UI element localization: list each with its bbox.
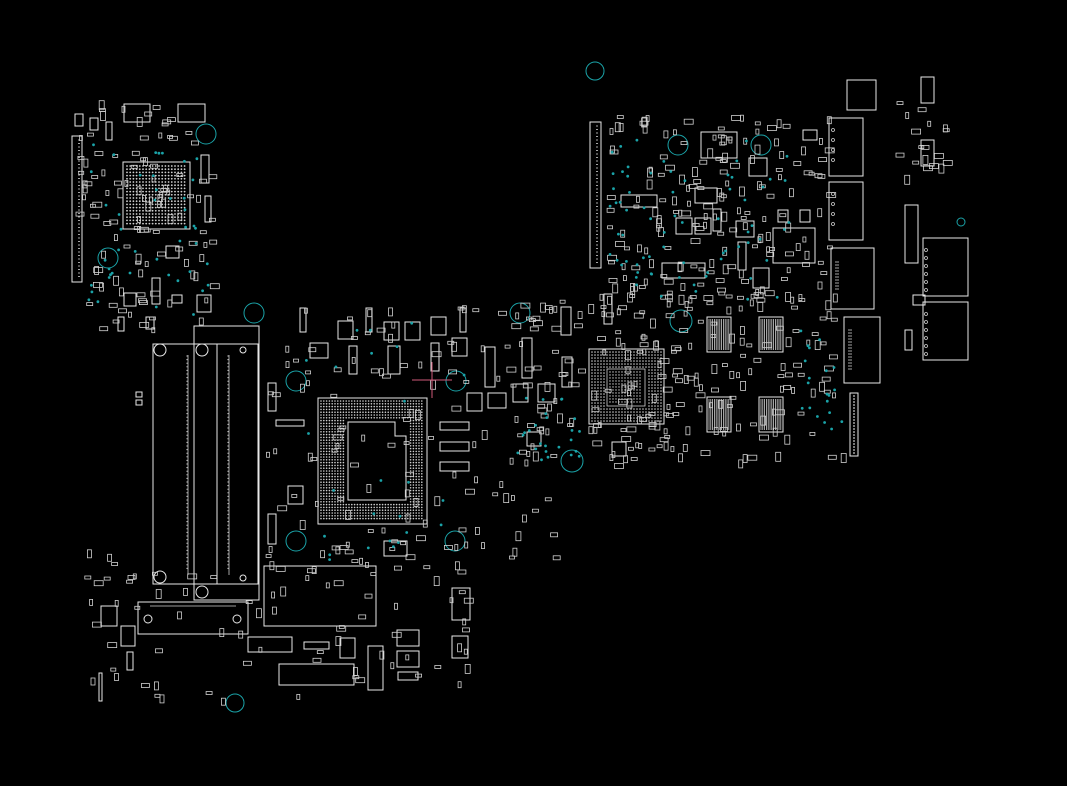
- hdmi-connector: [843, 316, 881, 384]
- audio-connector: [846, 79, 877, 111]
- memory-slot-1: [152, 343, 218, 585]
- memory-slot-frame: [193, 325, 260, 601]
- memory-slot-2: [193, 343, 259, 585]
- mounting-hole: [195, 123, 217, 145]
- mounting-hole: [509, 302, 531, 324]
- memory-slots[interactable]: [135, 325, 377, 635]
- mounting-hole: [225, 693, 245, 713]
- mounting-hole: [243, 302, 265, 324]
- mounting-hole: [444, 530, 466, 552]
- bga-chip-left[interactable]: [122, 161, 191, 230]
- memory-chip: [758, 316, 784, 353]
- ethernet-connector: [830, 247, 875, 310]
- usb-connector: [828, 117, 864, 177]
- usb-connector: [828, 181, 864, 241]
- edge-connector-right: [589, 121, 602, 269]
- memory-chips[interactable]: [706, 316, 784, 433]
- right-lower-components: [621, 293, 847, 469]
- mounting-hole: [669, 309, 693, 333]
- edge-connector-left: [71, 135, 83, 283]
- bottom-components: [84, 545, 474, 706]
- mounting-hole: [585, 61, 605, 81]
- mounting-hole: [285, 370, 307, 392]
- left-block-components: [71, 100, 220, 334]
- cpu-socket[interactable]: [317, 397, 428, 525]
- mounting-hole: [445, 370, 467, 392]
- memory-chip: [706, 396, 732, 433]
- mounting-hole: [285, 530, 307, 552]
- vias: [87, 138, 844, 561]
- center-components: [504, 293, 689, 469]
- mounting-hole: [667, 134, 689, 156]
- mounting-hole: [956, 217, 966, 227]
- power-connector: [922, 237, 969, 297]
- cpu-area-components: [265, 305, 563, 563]
- mounting-hole: [97, 247, 119, 269]
- power-connector: [922, 301, 969, 361]
- mounting-hole: [750, 134, 772, 156]
- mounting-holes: [97, 61, 966, 713]
- cursor-crosshair: [412, 362, 452, 398]
- mounting-hole: [560, 449, 584, 473]
- io-connectors[interactable]: [78, 76, 969, 570]
- right-upper-block: [589, 101, 953, 307]
